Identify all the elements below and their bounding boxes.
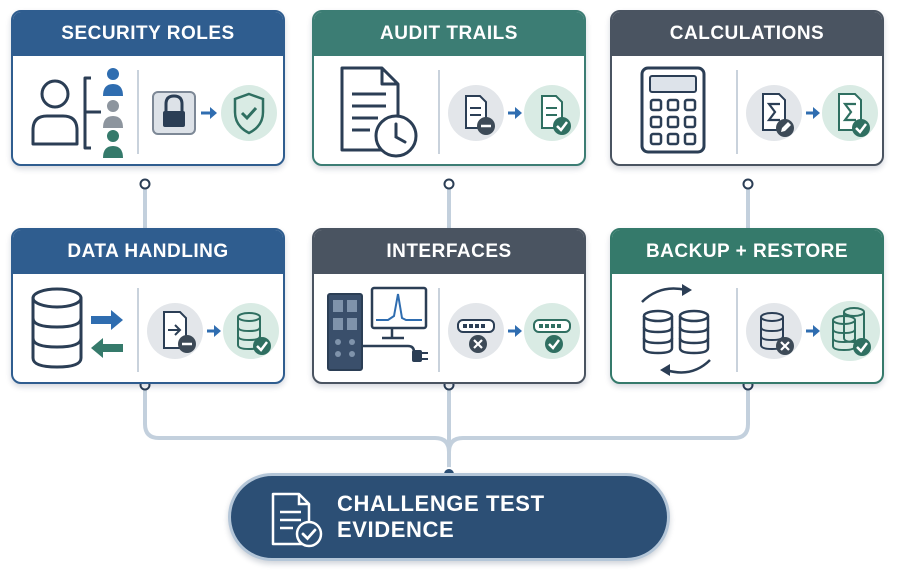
arrow-right-icon [201, 107, 217, 119]
card-header: INTERFACES [314, 230, 584, 274]
card-audit-trails: AUDIT TRAILS [312, 10, 586, 166]
divider [736, 288, 738, 372]
sigma-edit-icon [746, 85, 802, 141]
calculator-icon [640, 66, 706, 154]
card-header: CALCULATIONS [612, 12, 882, 56]
sigma-check-icon [822, 85, 878, 141]
card-security-roles: SECURITY ROLES [11, 10, 285, 166]
card-title: AUDIT TRAILS [380, 23, 518, 44]
card-header: BACKUP + RESTORE [612, 230, 882, 274]
card-header: SECURITY ROLES [13, 12, 283, 56]
challenge-test-evidence-pill: CHALLENGE TEST EVIDENCE [228, 473, 670, 561]
divider [736, 70, 738, 154]
users-hierarchy-icon [31, 68, 123, 158]
card-body [13, 274, 283, 382]
lock-to-shield-flow [152, 85, 277, 141]
instrument-plug-icon [327, 286, 428, 371]
arrow-right-icon [508, 107, 522, 119]
database-transfer-icon [31, 287, 123, 369]
arrow-right-icon [207, 325, 221, 337]
card-calculations: CALCULATIONS [610, 10, 884, 166]
card-interfaces: INTERFACES [312, 228, 586, 384]
card-title: INTERFACES [386, 241, 512, 262]
card-title: BACKUP + RESTORE [645, 241, 849, 262]
card-header: AUDIT TRAILS [314, 12, 584, 56]
card-header: DATA HANDLING [13, 230, 283, 274]
card-body [13, 56, 283, 164]
evidence-label: CHALLENGE TEST EVIDENCE [337, 491, 545, 542]
card-title: SECURITY ROLES [61, 23, 235, 44]
divider [438, 70, 440, 154]
divider [438, 288, 440, 372]
arrow-right-icon [508, 325, 522, 337]
port-error-icon [448, 303, 504, 359]
arrow-right-icon [91, 310, 123, 330]
database-error-icon [746, 303, 802, 359]
card-body [612, 274, 882, 382]
card-title: DATA HANDLING [67, 241, 229, 262]
card-body [612, 56, 882, 164]
port-test-flow [448, 303, 580, 359]
card-body [314, 274, 584, 382]
data-import-flow [147, 303, 279, 359]
card-backup-restore: BACKUP + RESTORE [610, 228, 884, 384]
document-minus-icon [448, 85, 504, 141]
audit-document-flow [448, 85, 580, 141]
file-import-minus-icon [147, 303, 203, 359]
card-data-handling: DATA HANDLING [11, 228, 285, 384]
database-stack-check-icon [820, 301, 880, 361]
card-title: CALCULATIONS [669, 23, 825, 44]
divider [137, 288, 139, 372]
port-check-icon [524, 303, 580, 359]
arrow-right-icon [806, 107, 820, 119]
arrow-left-icon [91, 338, 123, 358]
card-body [314, 56, 584, 164]
document-check-icon [271, 492, 323, 548]
arrow-right-icon [806, 325, 820, 337]
database-check-icon [223, 303, 279, 359]
shield-check-icon [221, 85, 277, 141]
database-sync-icon [641, 284, 711, 376]
sigma-calculation-flow [746, 85, 878, 141]
lock-icon [152, 91, 196, 135]
restore-flow [746, 301, 880, 361]
document-check-icon [524, 85, 580, 141]
document-clock-icon [340, 66, 418, 158]
divider [137, 70, 139, 154]
